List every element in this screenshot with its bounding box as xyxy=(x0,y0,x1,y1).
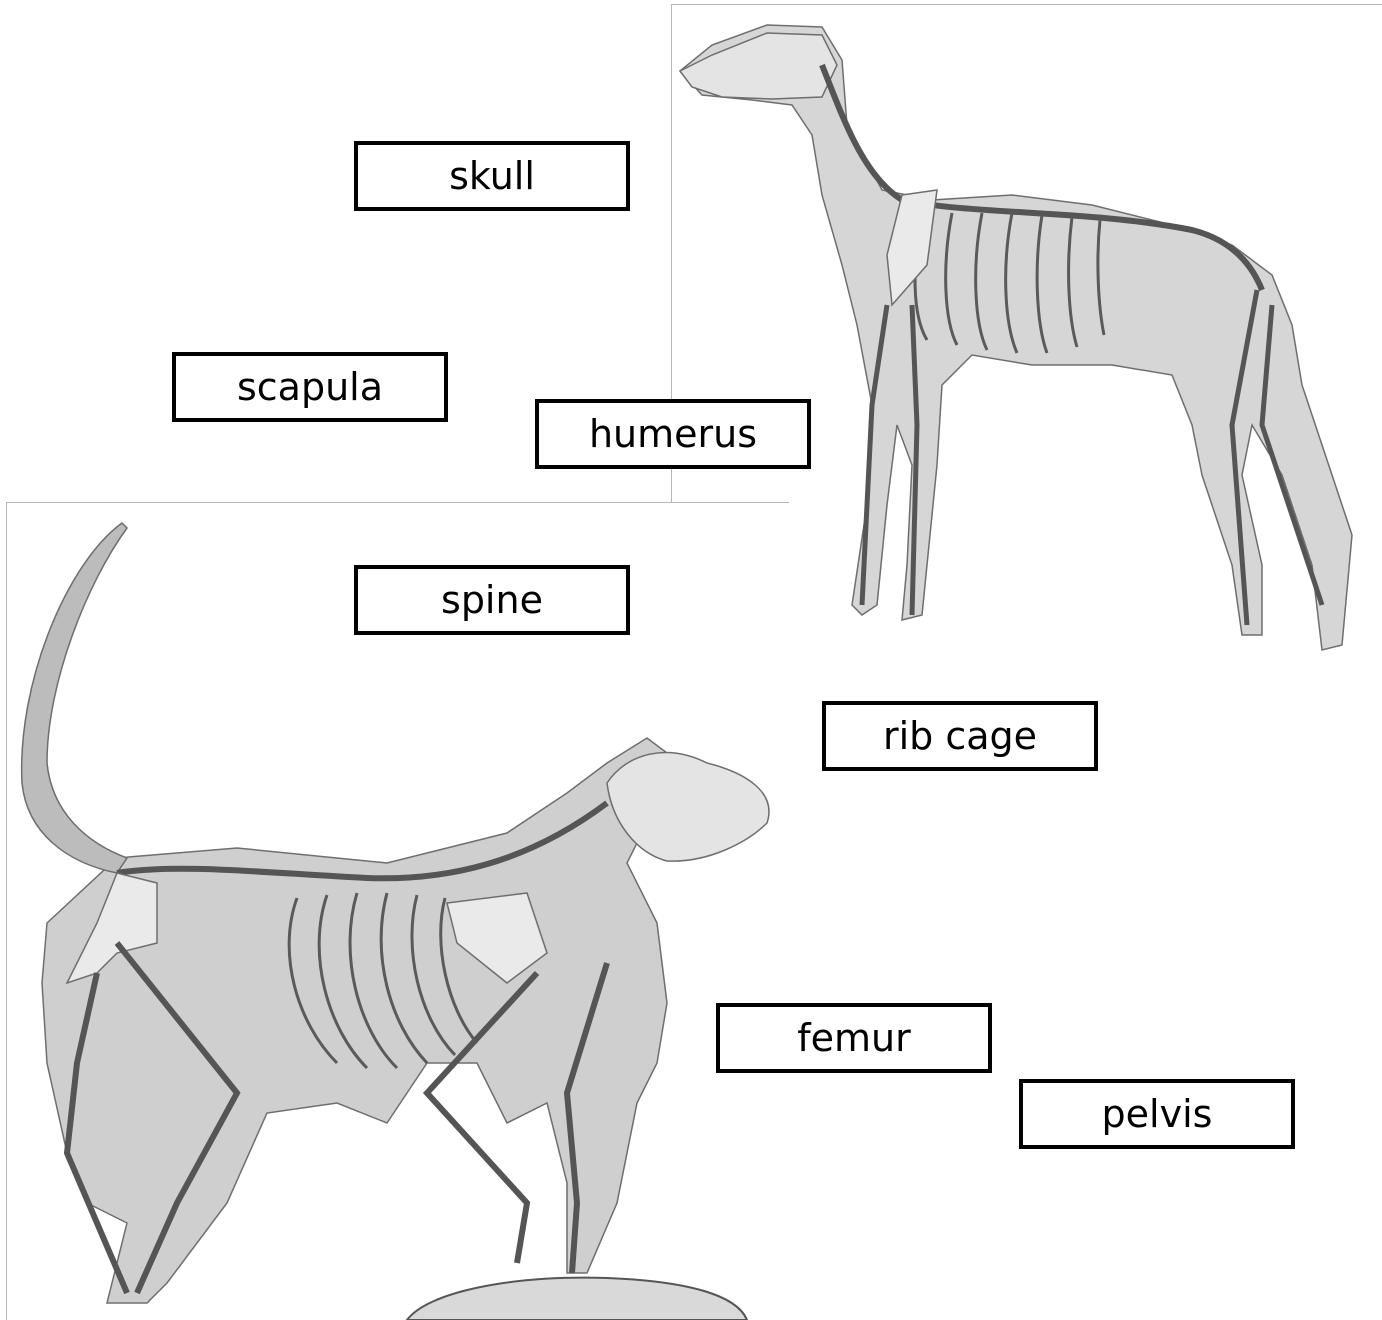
label-humerus[interactable]: humerus xyxy=(535,399,811,469)
bowl-shape xyxy=(407,1278,747,1320)
label-scapula[interactable]: scapula xyxy=(172,352,448,422)
label-rib-cage[interactable]: rib cage xyxy=(822,701,1098,771)
label-pelvis[interactable]: pelvis xyxy=(1019,1079,1295,1149)
label-skull[interactable]: skull xyxy=(354,141,630,211)
label-femur[interactable]: femur xyxy=(716,1003,992,1073)
label-spine[interactable]: spine xyxy=(354,565,630,635)
